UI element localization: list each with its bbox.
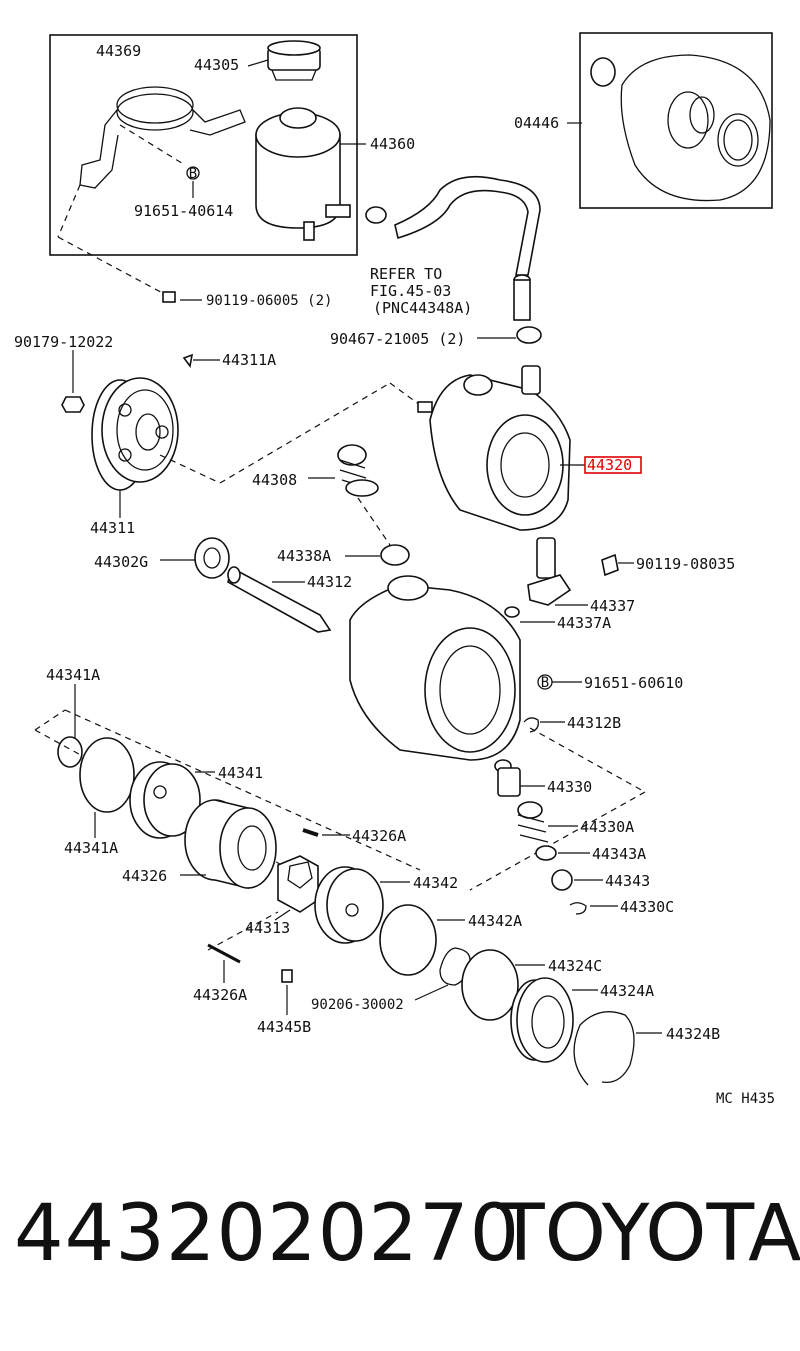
label-44311a: 44311A — [222, 351, 276, 369]
label-44324a: 44324A — [600, 982, 654, 1000]
label-44337: 44337 — [590, 597, 635, 615]
label-44341a-top: 44341A — [46, 666, 100, 684]
label-44311: 44311 — [90, 519, 135, 537]
label-44343a: 44343A — [592, 845, 646, 863]
label-44326a-top: 44326A — [352, 827, 406, 845]
oring-44343a — [535, 845, 557, 861]
oring-44324c — [461, 949, 519, 1021]
label-44320[interactable]: 44320 — [587, 456, 632, 474]
label-04446: 04446 — [514, 114, 559, 132]
label-44330c: 44330C — [620, 898, 674, 916]
plug-44343 — [551, 869, 573, 891]
bolt-b-marker-2: B — [541, 675, 549, 691]
label-91651-40614: 91651-40614 — [134, 202, 233, 220]
part-number-title: 4432020270 — [14, 1189, 521, 1279]
label-44330a: 44330A — [580, 818, 634, 836]
label-44337a: 44337A — [557, 614, 611, 632]
label-44342a: 44342A — [468, 912, 522, 930]
ring-44341a — [79, 737, 135, 813]
pin-44345b — [281, 969, 293, 983]
key-44311a — [182, 353, 194, 368]
rotor-44313 — [277, 855, 319, 913]
reservoir-44360 — [255, 107, 351, 241]
oring-44338a — [380, 544, 410, 566]
label-refer-to: REFER TO — [370, 265, 442, 283]
pump-housing — [349, 575, 521, 761]
clip-44312b — [523, 717, 539, 733]
oring-44341a — [57, 736, 83, 768]
label-44326a-bottom: 44326A — [193, 986, 247, 1004]
bearing-44302g — [194, 537, 230, 579]
label-44369: 44369 — [96, 42, 141, 60]
label-44343: 44343 — [605, 872, 650, 890]
spring-44308 — [337, 444, 379, 497]
label-44308: 44308 — [252, 471, 297, 489]
seal-kit-group-box — [579, 32, 773, 209]
oring-44342a — [379, 904, 437, 976]
seal-kit-04446 — [590, 54, 771, 202]
clip-44330c — [569, 902, 587, 915]
label-44324b: 44324B — [666, 1025, 720, 1043]
label-44342: 44342 — [413, 874, 458, 892]
highlight-box-44320 — [584, 456, 642, 474]
vane-44326a-lower — [207, 943, 241, 964]
return-hose — [365, 175, 541, 321]
union-44337 — [527, 537, 572, 606]
side-plate-44341 — [129, 761, 201, 839]
spring-44330a — [517, 801, 549, 843]
label-44326: 44326 — [122, 867, 167, 885]
label-44341a-bottom: 44341A — [64, 839, 118, 857]
label-44324c: 44324C — [548, 957, 602, 975]
brand-title: TOYOTA — [497, 1189, 800, 1279]
label-44341: 44341 — [218, 764, 263, 782]
label-44305: 44305 — [194, 56, 239, 74]
label-44312b: 44312B — [567, 714, 621, 732]
reservoir-group-box — [49, 34, 358, 256]
label-refer-fig: FIG.45-03 — [370, 282, 451, 300]
label-44330: 44330 — [547, 778, 592, 796]
pulley-44311 — [91, 377, 179, 491]
vane-44326a — [302, 828, 319, 837]
label-44338a: 44338A — [277, 547, 331, 565]
cover-44324a — [510, 977, 574, 1063]
label-44360: 44360 — [370, 135, 415, 153]
nut-90179-12022 — [61, 350, 85, 413]
shaft-44312 — [227, 566, 332, 633]
label-44345b: 44345B — [257, 1018, 311, 1036]
label-91651-60610: 91651-60610 — [584, 674, 683, 692]
label-90119-06005: 90119-06005 (2) — [206, 293, 332, 309]
reservoir-bracket-44369 — [79, 86, 246, 189]
bolt-90119-06005 — [162, 291, 176, 303]
bolt-b-marker-1: B — [189, 166, 197, 182]
flow-control-valve-44330 — [494, 759, 521, 797]
label-44302g: 44302G — [94, 553, 148, 571]
reservoir-cap-44305 — [267, 40, 321, 81]
snap-ring-44324b — [573, 1011, 635, 1086]
label-90206-30002: 90206-30002 — [311, 997, 404, 1013]
fitting-90119-08035 — [601, 553, 619, 577]
diagram-code: MC H435 — [716, 1091, 775, 1107]
label-90179-12022: 90179-12022 — [14, 333, 113, 351]
cam-ring-44326 — [184, 799, 277, 890]
label-90119-08035: 90119-08035 — [636, 555, 735, 573]
label-refer-pnc: (PNC44348A) — [373, 299, 472, 317]
label-44313: 44313 — [245, 919, 290, 937]
pump-assembly-44320 — [417, 365, 571, 531]
pressure-plate-44342 — [314, 866, 384, 944]
label-90467-21005: 90467-21005 (2) — [330, 330, 465, 348]
label-44312: 44312 — [307, 573, 352, 591]
parts-diagram: B — [14, 32, 775, 1107]
